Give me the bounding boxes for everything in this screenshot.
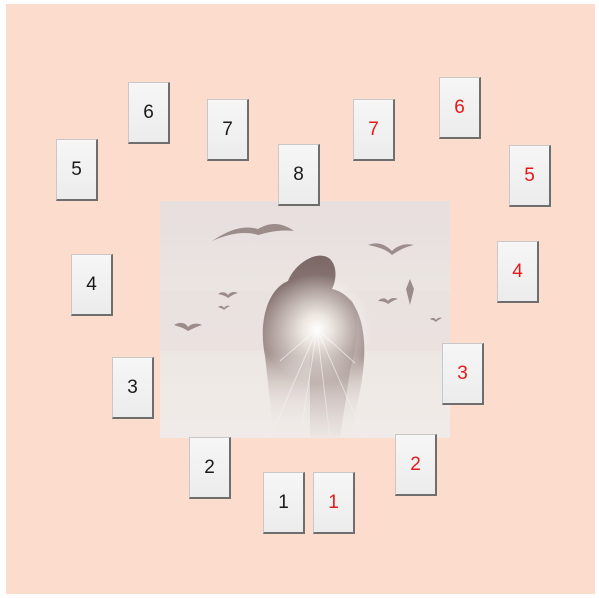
- left-card-8-number: 8: [293, 164, 304, 186]
- couple-embrace-image: [160, 201, 450, 438]
- right-card-5-number: 5: [524, 165, 535, 187]
- couple-illustration: [160, 201, 450, 438]
- right-card-1[interactable]: 1: [313, 472, 355, 534]
- left-card-2-number: 2: [204, 457, 215, 479]
- left-card-5[interactable]: 5: [56, 139, 98, 201]
- right-card-6-number: 6: [454, 97, 465, 119]
- left-card-2[interactable]: 2: [189, 437, 231, 499]
- right-card-3-number: 3: [457, 363, 468, 385]
- right-card-4[interactable]: 4: [497, 241, 539, 303]
- left-card-6-number: 6: [143, 102, 154, 124]
- left-card-1-number: 1: [278, 492, 289, 514]
- right-card-3[interactable]: 3: [442, 343, 484, 405]
- right-card-7-number: 7: [368, 119, 379, 141]
- left-card-3[interactable]: 3: [112, 357, 154, 419]
- left-card-1[interactable]: 1: [263, 472, 305, 534]
- left-card-7[interactable]: 7: [207, 99, 249, 161]
- left-card-7-number: 7: [222, 119, 233, 141]
- right-card-4-number: 4: [512, 261, 523, 283]
- right-card-6[interactable]: 6: [439, 77, 481, 139]
- left-card-6[interactable]: 6: [128, 82, 170, 144]
- left-card-8[interactable]: 8: [278, 144, 320, 206]
- left-card-4-number: 4: [86, 274, 97, 296]
- left-card-4[interactable]: 4: [71, 254, 113, 316]
- right-card-7[interactable]: 7: [353, 99, 395, 161]
- right-card-5[interactable]: 5: [509, 145, 551, 207]
- left-card-5-number: 5: [71, 159, 82, 181]
- right-card-1-number: 1: [328, 492, 339, 514]
- left-card-3-number: 3: [127, 377, 138, 399]
- right-card-2-number: 2: [410, 454, 421, 476]
- card-spread-board: 1 2 3 4 5 6 7 8 1 2 3 4 5 6 7: [6, 4, 595, 594]
- right-card-2[interactable]: 2: [395, 434, 437, 496]
